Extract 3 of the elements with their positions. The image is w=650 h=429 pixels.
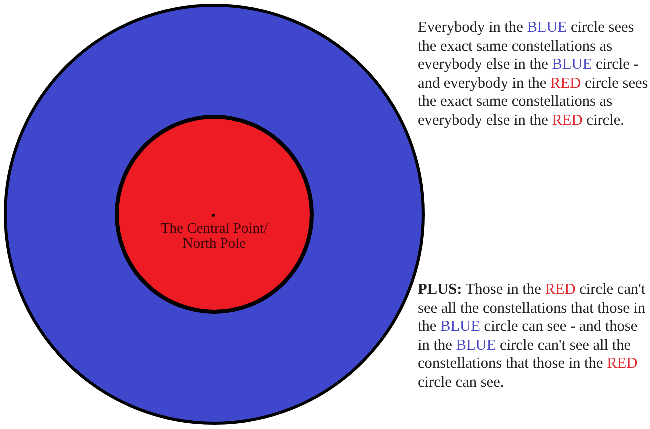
explanation-paragraph: Everybody in the BLUE circle sees the exact same constellations as everybody else in the BLUE circle - and everybody in the RED circle sees the exact same constellations as everybody else in the RED circle. <box>418 19 649 130</box>
explanation-paragraph: PLUS: Those in the RED circle can't see all the constellations that those in the BLUE circle can see - and those in the BLUE circle can't see all the constellations that those in the RED circle can see. <box>418 281 647 392</box>
node-label: The Central Point/ North Pole <box>160 222 270 252</box>
